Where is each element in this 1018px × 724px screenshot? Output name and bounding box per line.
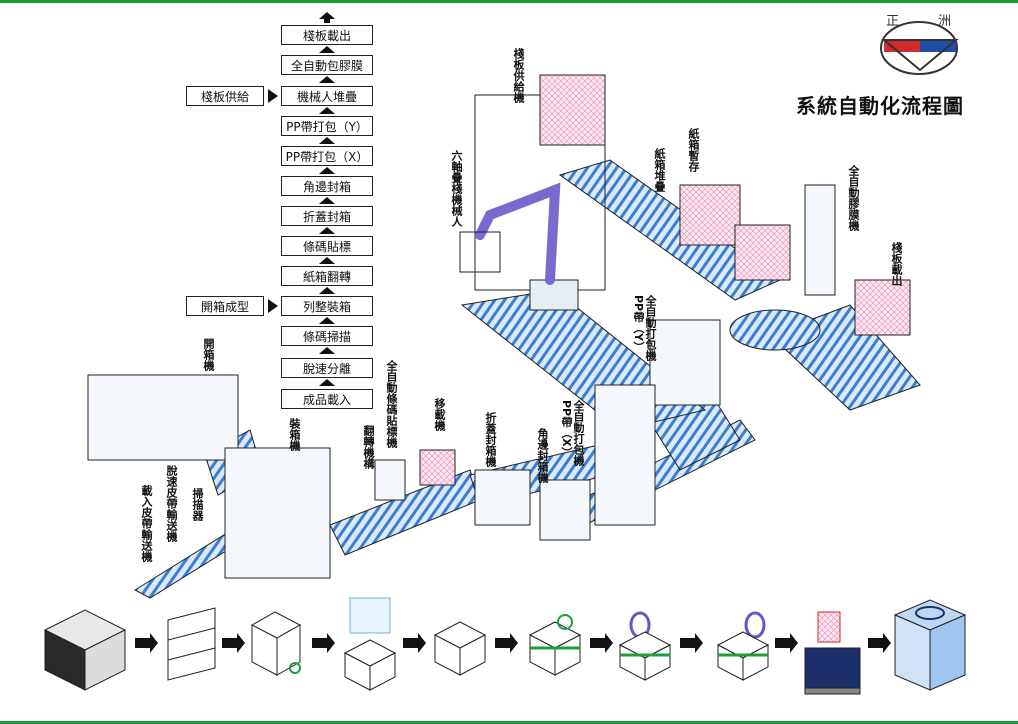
arrow-right-icon (135, 633, 158, 653)
flow-arrow-up-icon (319, 12, 335, 19)
arrow-right-icon (403, 633, 426, 653)
label-separator: 脫速皮帶輸送機 (165, 465, 178, 542)
stage-fill-box (343, 597, 397, 691)
stage-wrapped-pallet (893, 599, 967, 691)
label-transfer: 移載機 (433, 398, 446, 431)
arrow-right-icon (312, 633, 335, 653)
stage-flat-boxes (43, 609, 127, 691)
transfer-station (419, 449, 456, 486)
arrow-right-icon (775, 633, 798, 653)
labeler (374, 459, 406, 501)
stage-strap-y-box (716, 611, 770, 681)
robot-arm (475, 182, 561, 285)
flow-arrow-up-icon (319, 76, 335, 83)
arrow-right-icon (495, 633, 518, 653)
pallet-load (854, 279, 911, 336)
label-carton-stack: 紙箱堆疊 (653, 148, 666, 192)
flow-step: PP帶打包（X） (281, 146, 373, 166)
carton-stack (734, 224, 791, 281)
flow-step: 成品載入 (281, 389, 373, 409)
arrow-right-icon (590, 633, 613, 653)
label-scanner: 掃描器 (191, 488, 204, 521)
erector-frame (87, 374, 239, 461)
label-labeler: 全自動條碼貼標機 (385, 360, 398, 448)
arrow-right-icon (268, 89, 278, 103)
flow-arrow-up-icon (319, 197, 335, 204)
flow-arrow-up-icon (319, 137, 335, 144)
flow-arrow-up-icon (319, 227, 335, 234)
flow-step: 折蓋封箱 (281, 206, 373, 226)
side-input-pallet-supply: 棧板供給 (186, 86, 264, 106)
wrapper-tower (804, 184, 836, 296)
flow-arrow-up-icon (319, 317, 335, 324)
side-input-carton-forming: 開箱成型 (186, 296, 264, 316)
flow-step: 條碼掃描 (281, 326, 373, 346)
stage-blank (167, 607, 216, 681)
page-title: 系統自動化流程圖 (796, 94, 964, 118)
label-pallet-feeder: 棧板供給機 (512, 48, 525, 103)
label-pp-y: 全自動打包機PP帶（Y） (632, 295, 657, 361)
carton-buffer (679, 184, 741, 246)
flow-step: 棧板載出 (281, 25, 373, 45)
label-robot: 六軸疊棧機械人 (450, 150, 463, 227)
pallet-feeder (539, 74, 606, 146)
label-wrapper: 全自動膠膜機 (847, 165, 860, 231)
stage-open-box (250, 611, 302, 676)
flow-arrow-up-icon (319, 379, 335, 386)
flow-step: 紙箱翻轉 (281, 266, 373, 286)
stage-pallet-stack (804, 611, 861, 695)
logo-left-char: 正 (886, 14, 900, 29)
arrow-right-icon (222, 633, 245, 653)
label-edge-sealer: 角邊封箱機 (536, 428, 549, 483)
robot-gripper (459, 231, 501, 273)
fold-sealer (474, 469, 531, 526)
flow-step: 脫速分離 (281, 358, 373, 378)
label-packer: 裝箱機 (288, 418, 301, 451)
flow-step: 機械人堆疊 (281, 86, 373, 106)
flow-step: 角邊封箱 (281, 176, 373, 196)
stage-flaps-box (433, 621, 487, 676)
flow-step: 列整裝箱 (281, 296, 373, 316)
label-pallet-out: 棧板載出 (890, 242, 903, 286)
stage-tape-box (528, 614, 582, 676)
packer-frame (224, 447, 331, 579)
label-pp-x: 全自動打包機PP帶（X） (560, 400, 585, 466)
flow-arrow-up-icon (319, 167, 335, 174)
label-carton-buffer: 紙箱暫存 (687, 128, 700, 172)
robot-base (529, 279, 579, 311)
stage-strap-x-box (618, 611, 672, 681)
flow-step: 全自動包膠膜 (281, 55, 373, 75)
label-infeed: 載入皮帶輸送機 (140, 485, 153, 562)
flow-arrow-up-icon (319, 257, 335, 264)
flow-arrow-up-icon (319, 107, 335, 114)
flow-step: 條碼貼標 (281, 236, 373, 256)
flow-arrow-up-icon (319, 287, 335, 294)
flow-step: PP帶打包（Y） (281, 116, 373, 136)
label-fold-sealer: 折蓋封箱機 (484, 412, 497, 467)
logo-right-char: 洲 (938, 14, 952, 29)
label-flipper: 翻轉機構 (362, 425, 375, 469)
arrow-right-icon (268, 299, 278, 313)
turntable (729, 309, 821, 351)
flow-arrow-up-icon (319, 347, 335, 354)
arrow-right-icon (680, 633, 703, 653)
pp-strapper-y (649, 319, 721, 406)
label-erector: 開箱機 (202, 338, 215, 371)
flow-arrow-up-icon (319, 46, 335, 53)
pp-strapper-x (594, 384, 656, 526)
flow-arrow-stem (324, 19, 330, 23)
arrow-right-icon (868, 633, 891, 653)
edge-sealer (539, 479, 591, 541)
